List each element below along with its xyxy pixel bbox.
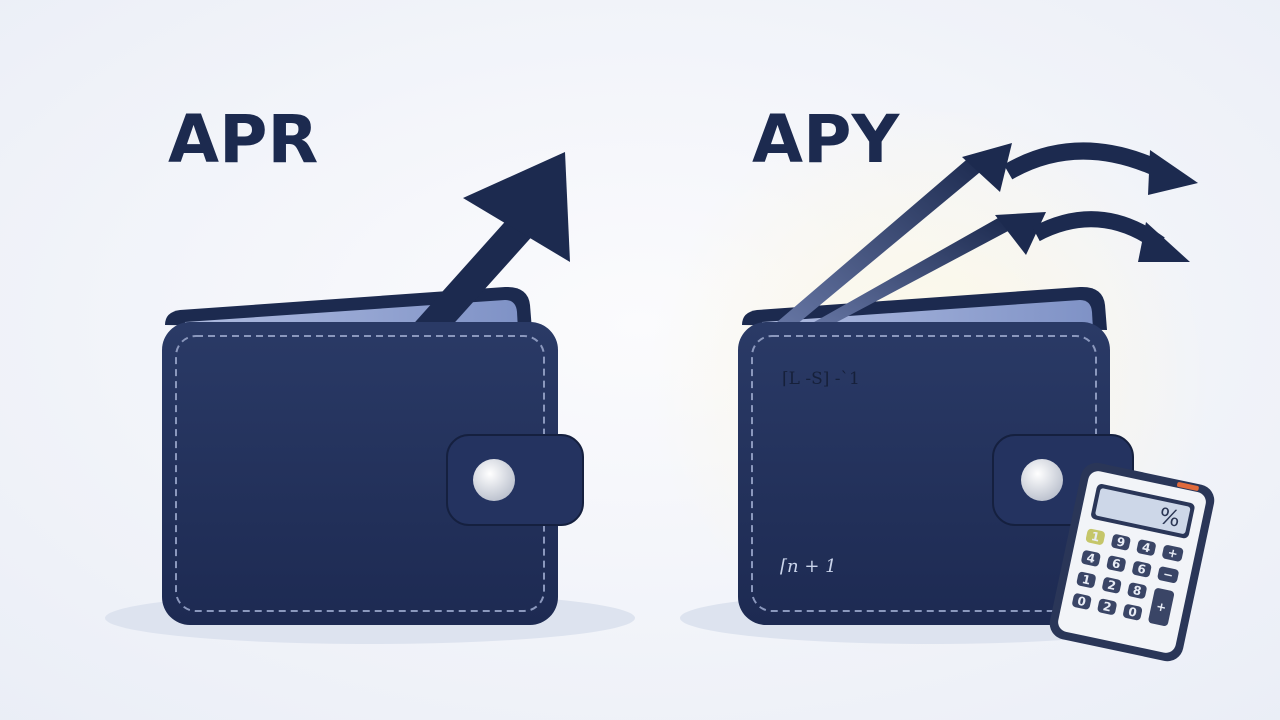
key: 4 [1141,540,1152,555]
key: 0 [1127,605,1138,620]
key: 2 [1102,599,1113,614]
arrow-up-icon [408,152,570,330]
formula-bottom: ⌈n + 1 [780,556,837,577]
key: 6 [1136,561,1147,576]
calculator-icon: % 1 9 4 + 4 [1049,462,1215,662]
clasp-button-icon [1021,459,1063,501]
key: 6 [1111,556,1122,571]
clasp-button-icon [473,459,515,501]
wallet-icon [738,322,1110,625]
key: 8 [1132,583,1143,598]
key: − [1162,567,1175,583]
key: + [1166,545,1179,561]
formula-top: ⌈L -S] -`1 [782,369,860,389]
key: 1 [1090,529,1101,544]
apr-title: APR [168,101,318,178]
apy-title: APY [752,101,900,178]
key: 4 [1085,551,1096,566]
key: 1 [1081,572,1092,587]
apr-panel: APR [105,101,635,644]
key: 9 [1115,535,1126,550]
calculator-keys: 1 9 4 + 4 6 6 − 1 2 8 + 0 2 0 [1072,528,1184,627]
calculator-display: % [1157,504,1183,533]
key: + [1155,599,1168,615]
compound-arrows-icon [770,142,1198,330]
wallet-icon [162,322,558,625]
apy-panel: APY ⌈L -S] -`1 ⌈n + 1 % [680,101,1215,662]
key: 2 [1106,578,1117,593]
key: 0 [1076,594,1087,609]
